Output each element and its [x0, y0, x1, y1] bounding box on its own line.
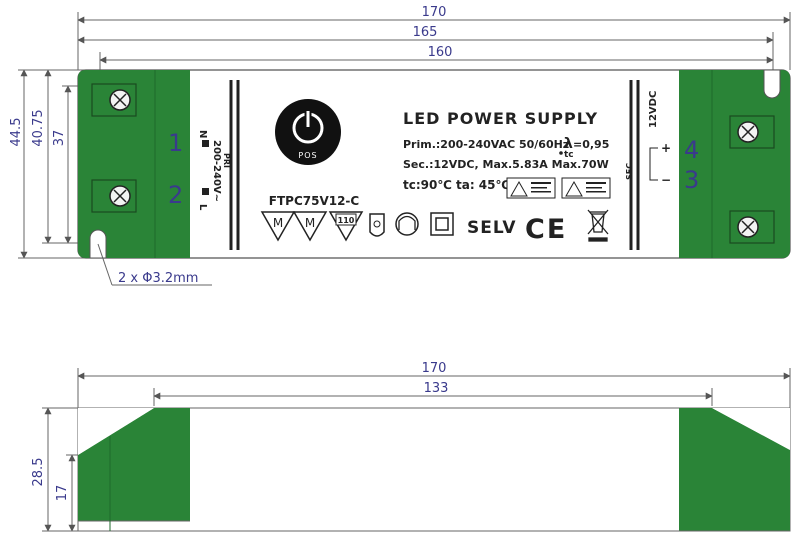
- terminal-number-3: 3: [684, 166, 699, 194]
- secondary-rating: Sec.:12VDC, Max.5.83A Max.70W: [403, 158, 609, 171]
- warning-label-2: [561, 177, 611, 199]
- output-plus-label: +: [661, 141, 671, 155]
- power-factor-value: =0,95: [573, 138, 609, 151]
- secondary-side: SEC 12VDC + −: [625, 80, 671, 250]
- pos-logo: POS: [275, 99, 341, 165]
- thermal-protection-icon: [369, 213, 385, 237]
- input-n-label: N: [197, 130, 208, 138]
- dim-170-top: 170: [422, 5, 447, 20]
- side-view: [77, 407, 791, 532]
- input-voltage-label: 200-240V~: [211, 140, 222, 202]
- terminal-number-1: 1: [168, 129, 183, 157]
- dim-28-5: 28.5: [31, 458, 46, 487]
- double-insulation-icon: [430, 212, 454, 236]
- warning-label-1: [506, 177, 556, 199]
- ce-mark: CE: [525, 214, 567, 245]
- rating-110-mark: 110: [328, 211, 364, 242]
- certification-marks-left: M M 110: [260, 211, 454, 242]
- screw-terminals: [91, 83, 775, 244]
- dim-40-75: 40.75: [31, 109, 46, 146]
- pri-tag: PRI: [222, 153, 231, 168]
- dim-133: 133: [424, 381, 449, 396]
- logo-text: POS: [298, 151, 317, 160]
- power-factor-symbol: λ: [564, 136, 573, 152]
- model-number: FTPC75V12-C: [269, 194, 360, 208]
- selv-mark: SELV: [467, 218, 517, 238]
- screw-terminal-n: [91, 83, 137, 117]
- primary-rating: Prim.:200-240VAC 50/60Hz: [403, 138, 569, 151]
- sec-tag: SEC: [625, 163, 634, 180]
- dim-17: 17: [55, 485, 70, 502]
- screw-terminal-minus: [729, 210, 775, 244]
- dim-44-5: 44.5: [9, 118, 24, 147]
- screw-terminal-plus: [729, 115, 775, 149]
- svg-text:110: 110: [338, 216, 355, 225]
- dim-160: 160: [428, 45, 453, 60]
- dim-37: 37: [52, 130, 67, 147]
- terminal-number-4: 4: [684, 136, 699, 164]
- ta-rating: ta: 45℃: [456, 178, 510, 192]
- svg-text:M: M: [273, 216, 283, 230]
- screw-terminal-l: [91, 179, 137, 213]
- m-mark-1: M: [260, 211, 296, 242]
- dim-170-side: 170: [422, 361, 447, 376]
- hole-size-note: 2 x Φ3.2mm: [118, 271, 198, 286]
- output-minus-label: −: [661, 173, 671, 187]
- output-voltage-label: 12VDC: [648, 91, 659, 128]
- tc-rating: tc:90℃: [403, 178, 452, 192]
- hole-callout: [97, 243, 212, 286]
- input-l-label: L: [197, 204, 208, 211]
- luminaire-mark-icon: [395, 212, 419, 236]
- svg-text:M: M: [305, 216, 315, 230]
- weee-bin-icon: [587, 209, 609, 242]
- primary-side: N L 200-240V~ PRI: [197, 80, 240, 250]
- terminal-number-2: 2: [168, 181, 183, 209]
- tc-point-label: tc: [564, 150, 574, 160]
- product-title: LED POWER SUPPLY: [403, 109, 598, 128]
- tc-point-dot: [559, 151, 563, 155]
- dim-165: 165: [413, 25, 438, 40]
- m-mark-2: M: [292, 211, 328, 242]
